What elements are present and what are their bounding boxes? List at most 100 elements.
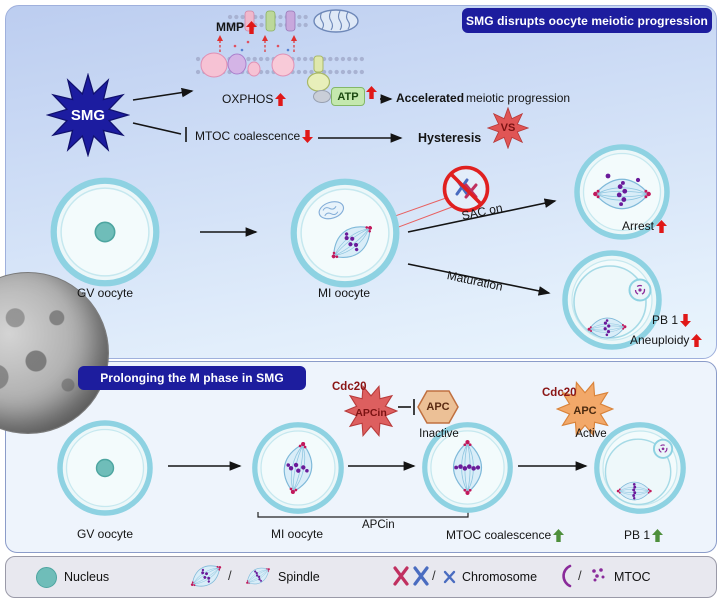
mitochondrion-icon bbox=[313, 9, 359, 33]
mmp-label: MMP bbox=[216, 20, 257, 35]
mmp-text: MMP bbox=[216, 20, 244, 34]
legend-spindle-text: Spindle bbox=[278, 570, 320, 584]
chromosome-icon-blue bbox=[413, 566, 429, 586]
mi-oocyte-text: MI oocyte bbox=[318, 286, 371, 300]
legend-separator: / bbox=[228, 568, 232, 584]
chromosome-icon-red bbox=[393, 566, 409, 586]
up-arrow-icon bbox=[553, 529, 565, 543]
gv-oocyte-label-bottom: GV oocyte bbox=[77, 527, 134, 542]
mtoc-icon bbox=[658, 444, 668, 454]
mi-oocyte-label-top: MI oocyte bbox=[318, 286, 371, 301]
apc-active-text: APC bbox=[573, 405, 597, 417]
polar-body bbox=[628, 278, 652, 302]
arrest-label: Arrest bbox=[622, 219, 668, 234]
smg-text: SMG bbox=[70, 106, 106, 124]
pb1-label-top: PB 1 bbox=[652, 313, 692, 328]
slash-text: / bbox=[228, 568, 232, 583]
apc-active-label: APC bbox=[556, 382, 614, 440]
active-text: Active bbox=[575, 428, 607, 440]
atp-text: ATP bbox=[337, 90, 359, 103]
mtoc-icon bbox=[634, 284, 646, 296]
apcin-star-text: APCin bbox=[355, 407, 387, 419]
apcin-starburst bbox=[344, 384, 398, 438]
mtoc-coalescence-label-bottom: MTOC coalescence bbox=[446, 528, 565, 543]
arrest-oocyte bbox=[574, 144, 670, 240]
apcin-star-label: APCin bbox=[344, 386, 398, 440]
up-arrow-icon bbox=[652, 529, 664, 543]
etc-complex-icon bbox=[271, 53, 295, 77]
chromosome-icon-small bbox=[443, 570, 456, 584]
mitochondrial-membrane-illustration bbox=[195, 9, 365, 92]
oxphos-label: OXPHOS bbox=[222, 92, 287, 107]
spindle-icon-filled bbox=[186, 558, 226, 594]
up-arrow-icon bbox=[656, 220, 668, 234]
mi-oocyte-top bbox=[290, 178, 400, 288]
smg-starburst bbox=[46, 73, 130, 157]
matured-oocyte-top bbox=[562, 250, 662, 350]
oxphos-text: OXPHOS bbox=[222, 92, 274, 106]
gv-oocyte-label-top: GV oocyte bbox=[77, 286, 134, 301]
proton-flux-arrows bbox=[219, 40, 295, 52]
pb1-text: PB 1 bbox=[652, 313, 679, 327]
legend-mtoc-text: MTOC bbox=[614, 570, 651, 584]
accelerated-bold-text: Accelerated bbox=[396, 91, 465, 105]
apc-active-starburst bbox=[556, 381, 614, 437]
up-arrow-icon bbox=[366, 86, 377, 99]
chromatin-body bbox=[318, 201, 345, 220]
mi-oocyte-label-bottom: MI oocyte bbox=[271, 527, 324, 542]
apcin-bracket-text: APCin bbox=[362, 519, 395, 531]
gv-oocyte-text: GV oocyte bbox=[77, 286, 134, 300]
cdc20-text: Cdc20 bbox=[542, 387, 577, 399]
legend-mtoc-label: MTOC bbox=[614, 570, 651, 584]
polar-body bbox=[652, 438, 674, 459]
legend-separator: / bbox=[432, 568, 436, 584]
up-arrow-icon bbox=[691, 334, 703, 348]
mtoc-dots-icon bbox=[592, 568, 605, 582]
nucleus-swatch bbox=[36, 567, 57, 588]
etc-complex-icon bbox=[227, 53, 247, 75]
hysteresis-text: Hysteresis bbox=[418, 131, 482, 145]
slash-text: / bbox=[432, 568, 436, 583]
mtoc-arc-icon bbox=[562, 564, 572, 588]
vs-text: VS bbox=[500, 122, 516, 134]
slash-text: / bbox=[578, 568, 582, 583]
cdc20-text: Cdc20 bbox=[332, 381, 367, 393]
legend-panel bbox=[5, 556, 717, 598]
legend-nucleus-label: Nucleus bbox=[64, 570, 109, 584]
up-arrow-icon bbox=[275, 93, 287, 107]
apc-hexagon bbox=[417, 390, 459, 424]
vs-starburst bbox=[487, 107, 529, 149]
aneuploidy-label: Aneuploidy bbox=[630, 333, 703, 348]
hysteresis-label: Hysteresis bbox=[418, 131, 481, 145]
etc-complex-icon bbox=[247, 61, 261, 77]
mi-oocyte-bottom bbox=[252, 422, 344, 514]
down-arrow-icon bbox=[302, 130, 314, 144]
aneuploidy-text: Aneuploidy bbox=[630, 333, 690, 347]
metaphase-oocyte-bottom bbox=[422, 422, 513, 513]
accelerated-label: Accelerated meiotic progression bbox=[396, 91, 571, 106]
active-label: Active bbox=[568, 428, 614, 441]
accelerated-rest-text: meiotic progression bbox=[466, 91, 571, 105]
apc-inactive-text: APC bbox=[426, 401, 450, 413]
pb1-oocyte-bottom bbox=[594, 422, 686, 514]
enzyme-icon bbox=[313, 90, 331, 103]
arrest-text: Arrest bbox=[622, 219, 655, 233]
pb1-label-bottom: PB 1 bbox=[624, 528, 664, 543]
down-arrow-icon bbox=[680, 314, 692, 328]
cdc20-right-label: Cdc20 bbox=[542, 387, 577, 400]
gv-oocyte-bottom bbox=[57, 420, 153, 516]
top-panel-title: SMG disrupts oocyte meiotic progression bbox=[466, 13, 708, 28]
gv-oocyte-text: GV oocyte bbox=[77, 527, 134, 541]
inactive-text: Inactive bbox=[419, 428, 459, 440]
mtoc-coalescence-text: MTOC coalescence bbox=[446, 528, 552, 542]
mtoc-coalescence-label-top: MTOC coalescence bbox=[195, 129, 314, 144]
mtoc-coalescence-text: MTOC coalescence bbox=[195, 129, 301, 143]
inactive-label: Inactive bbox=[414, 428, 464, 441]
pb1-text: PB 1 bbox=[624, 528, 651, 542]
vs-label: VS bbox=[487, 107, 529, 149]
mi-oocyte-text: MI oocyte bbox=[271, 527, 324, 541]
legend-chromosome-text: Chromosome bbox=[462, 570, 538, 584]
apcin-bracket-label: APCin bbox=[362, 519, 395, 532]
legend-spindle-label: Spindle bbox=[278, 570, 320, 584]
